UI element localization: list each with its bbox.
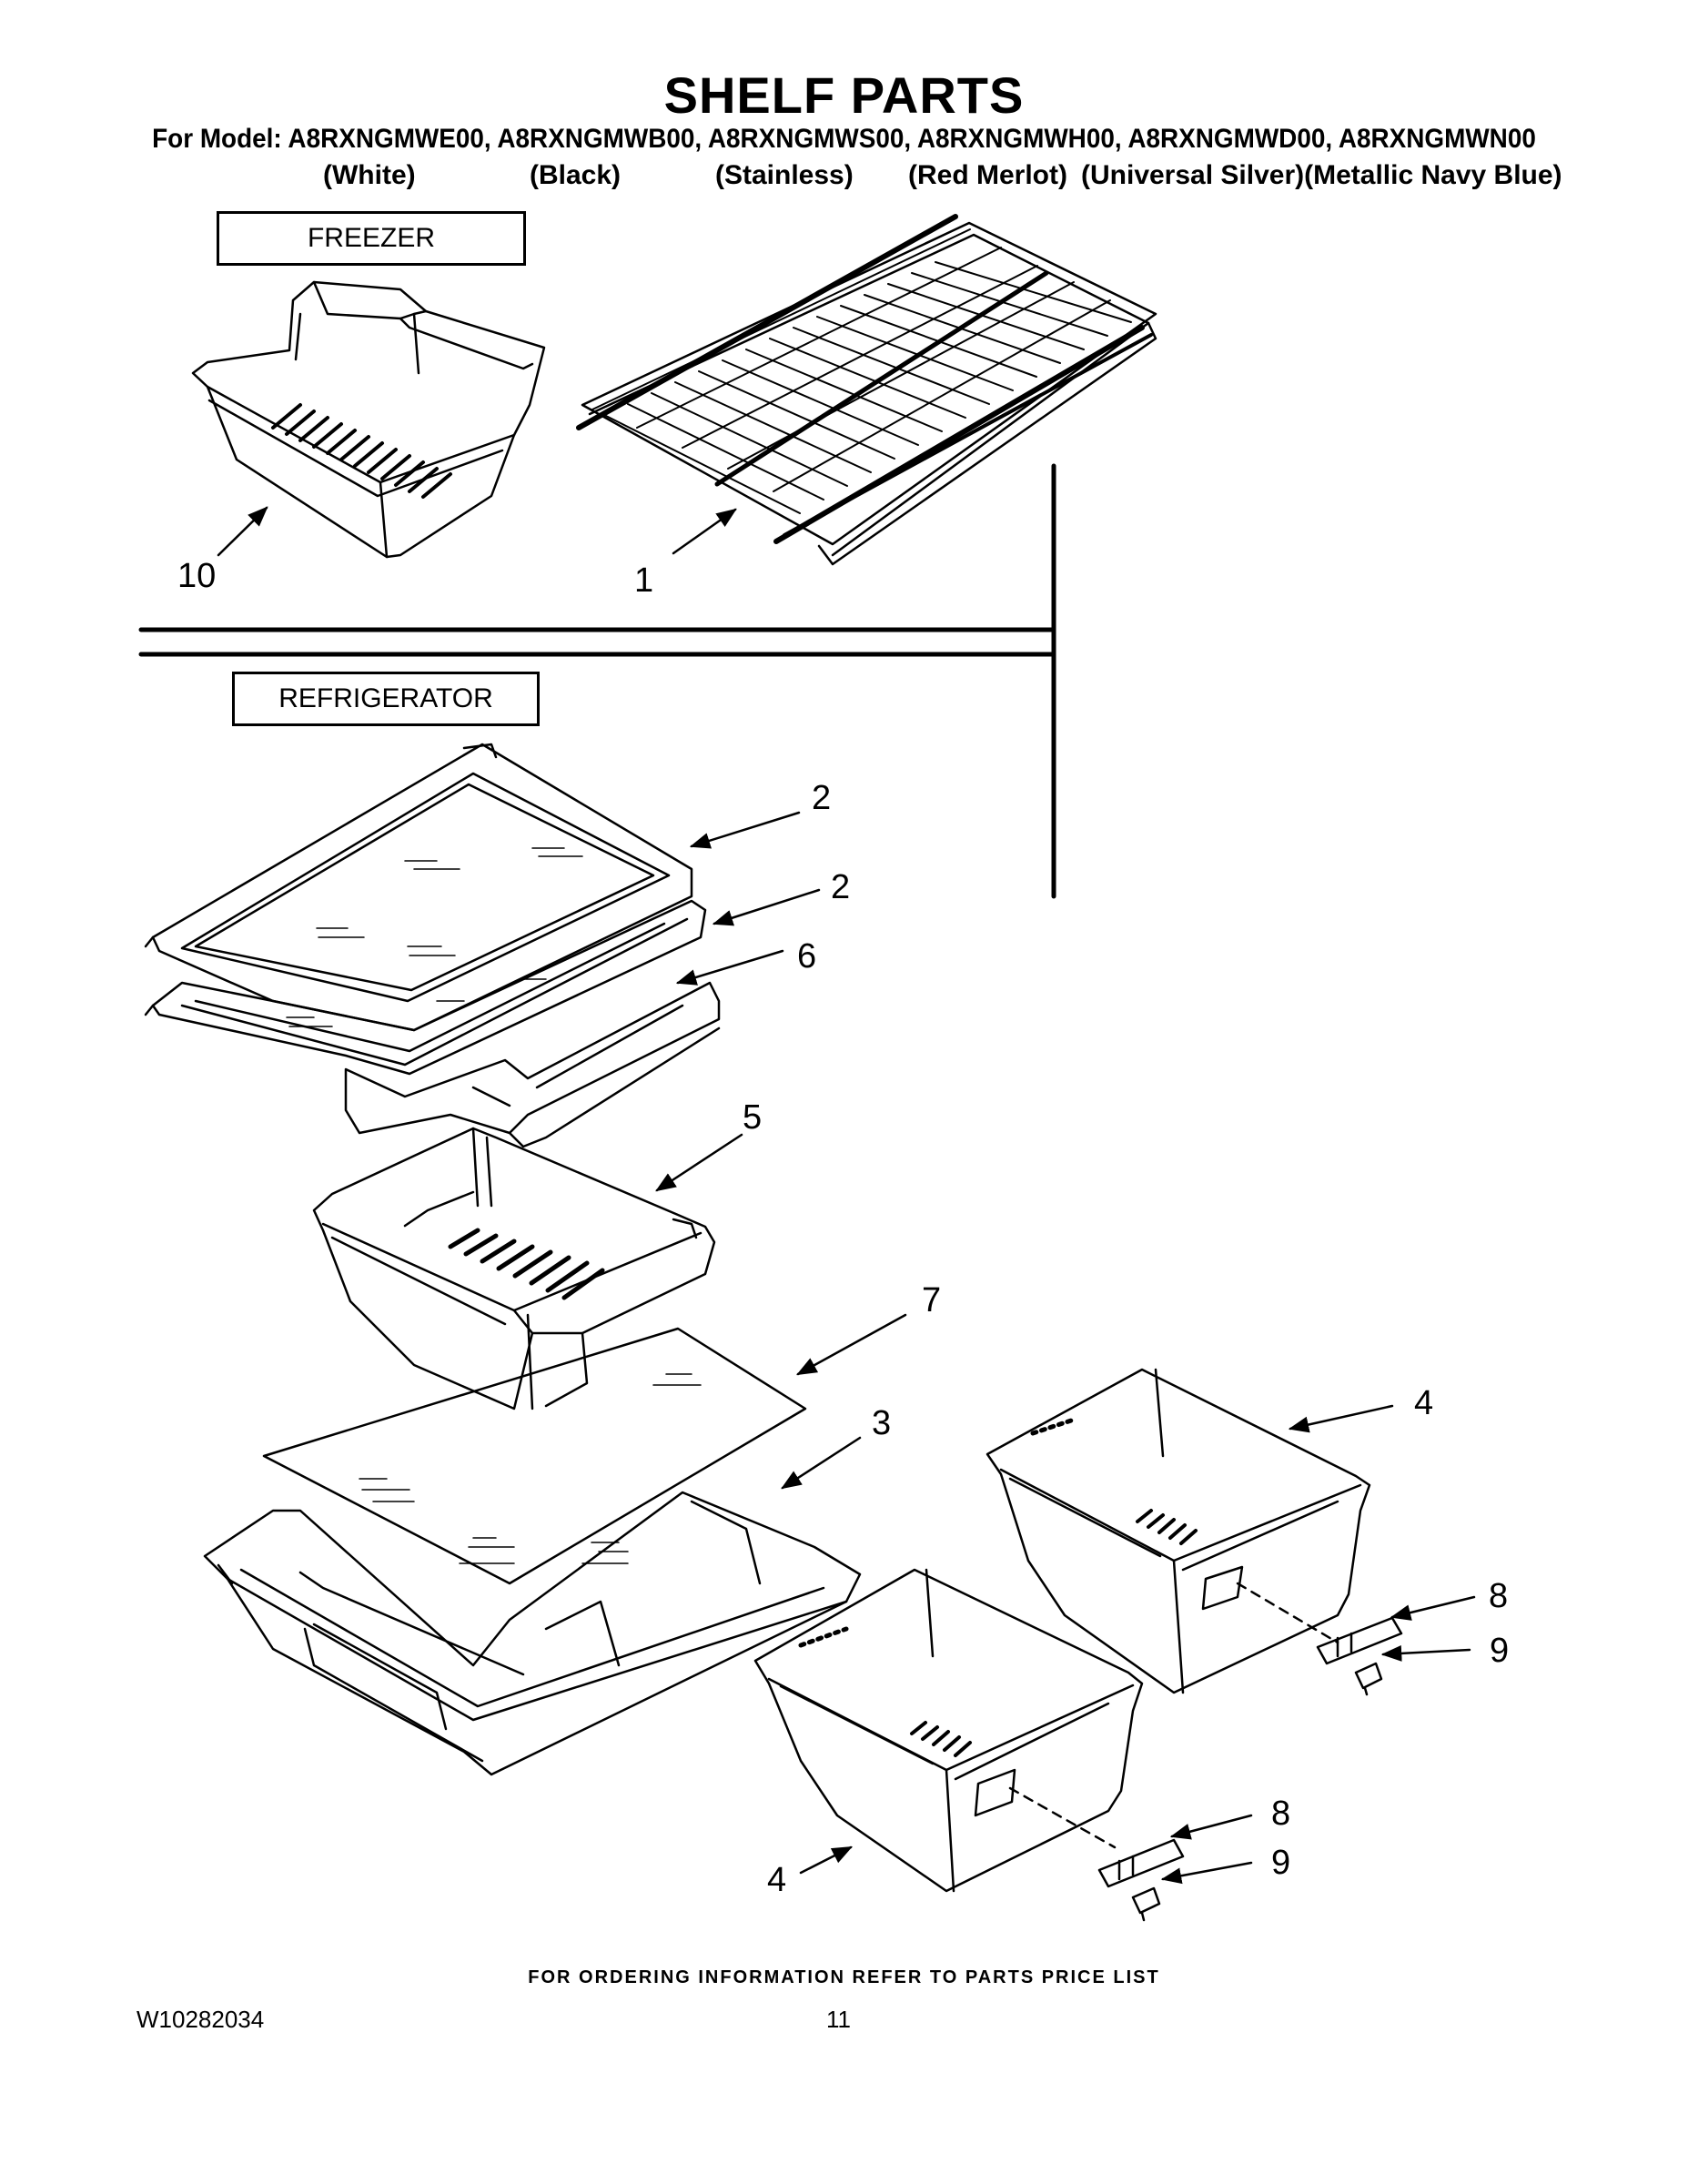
crisper-cover-part-6 (344, 981, 721, 1148)
crisper-frame-part-3 (203, 1491, 862, 1776)
page-number: 11 (826, 2006, 851, 2033)
callout-arrows (217, 506, 1476, 1885)
callout-4-upper: 4 (1414, 1384, 1434, 1422)
color-stainless: (Stainless) (715, 160, 854, 190)
callout-5: 5 (743, 1098, 763, 1137)
color-red-merlot: (Red Merlot) (908, 160, 1067, 190)
freezer-label: FREEZER (217, 211, 526, 266)
latch-part-8-lower (1097, 1838, 1185, 1888)
deli-drawer-part-5 (312, 1127, 716, 1410)
callout-10: 10 (177, 557, 217, 595)
model-list: For Model: A8RXNGMWE00, A8RXNGMWB00, A8R… (152, 124, 1536, 154)
color-black: (Black) (530, 160, 622, 190)
callout-8-upper: 8 (1489, 1577, 1509, 1615)
callout-9-lower: 9 (1271, 1844, 1291, 1882)
refrigerator-label: REFRIGERATOR (232, 672, 540, 726)
ordering-note: FOR ORDERING INFORMATION REFER TO PARTS … (528, 1967, 1160, 1987)
crisper-glass-part-7 (262, 1327, 807, 1585)
color-white: (White) (323, 160, 416, 190)
crisper-drawer-part-4-upper (986, 1368, 1371, 1694)
latch-part-8-upper (1316, 1616, 1403, 1665)
color-silver-navy: (Universal Silver)(Metallic Navy Blue) (1081, 160, 1562, 190)
glass-shelf-part-2-top (144, 743, 693, 1032)
section-dividers (138, 463, 1056, 899)
callout-6: 6 (797, 937, 817, 976)
callout-2-top: 2 (812, 779, 832, 817)
callout-2-bottom: 2 (831, 868, 851, 906)
callout-1: 1 (634, 561, 654, 600)
clip-part-9-upper (1354, 1662, 1383, 1696)
document-number: W10282034 (136, 2006, 265, 2033)
page-title: SHELF PARTS (663, 66, 1025, 124)
callout-3: 3 (872, 1404, 892, 1442)
glass-shelf-part-2-bottom (144, 899, 707, 1076)
callout-7: 7 (922, 1281, 942, 1320)
callout-4-lower: 4 (767, 1861, 787, 1899)
callout-8-lower: 8 (1271, 1795, 1291, 1833)
wire-shelf-part-1 (576, 214, 1157, 566)
clip-part-9-lower (1131, 1886, 1161, 1922)
freezer-basket-part-10 (191, 280, 546, 559)
callout-9-upper: 9 (1490, 1632, 1510, 1670)
crisper-drawer-part-4-lower (753, 1568, 1144, 1893)
